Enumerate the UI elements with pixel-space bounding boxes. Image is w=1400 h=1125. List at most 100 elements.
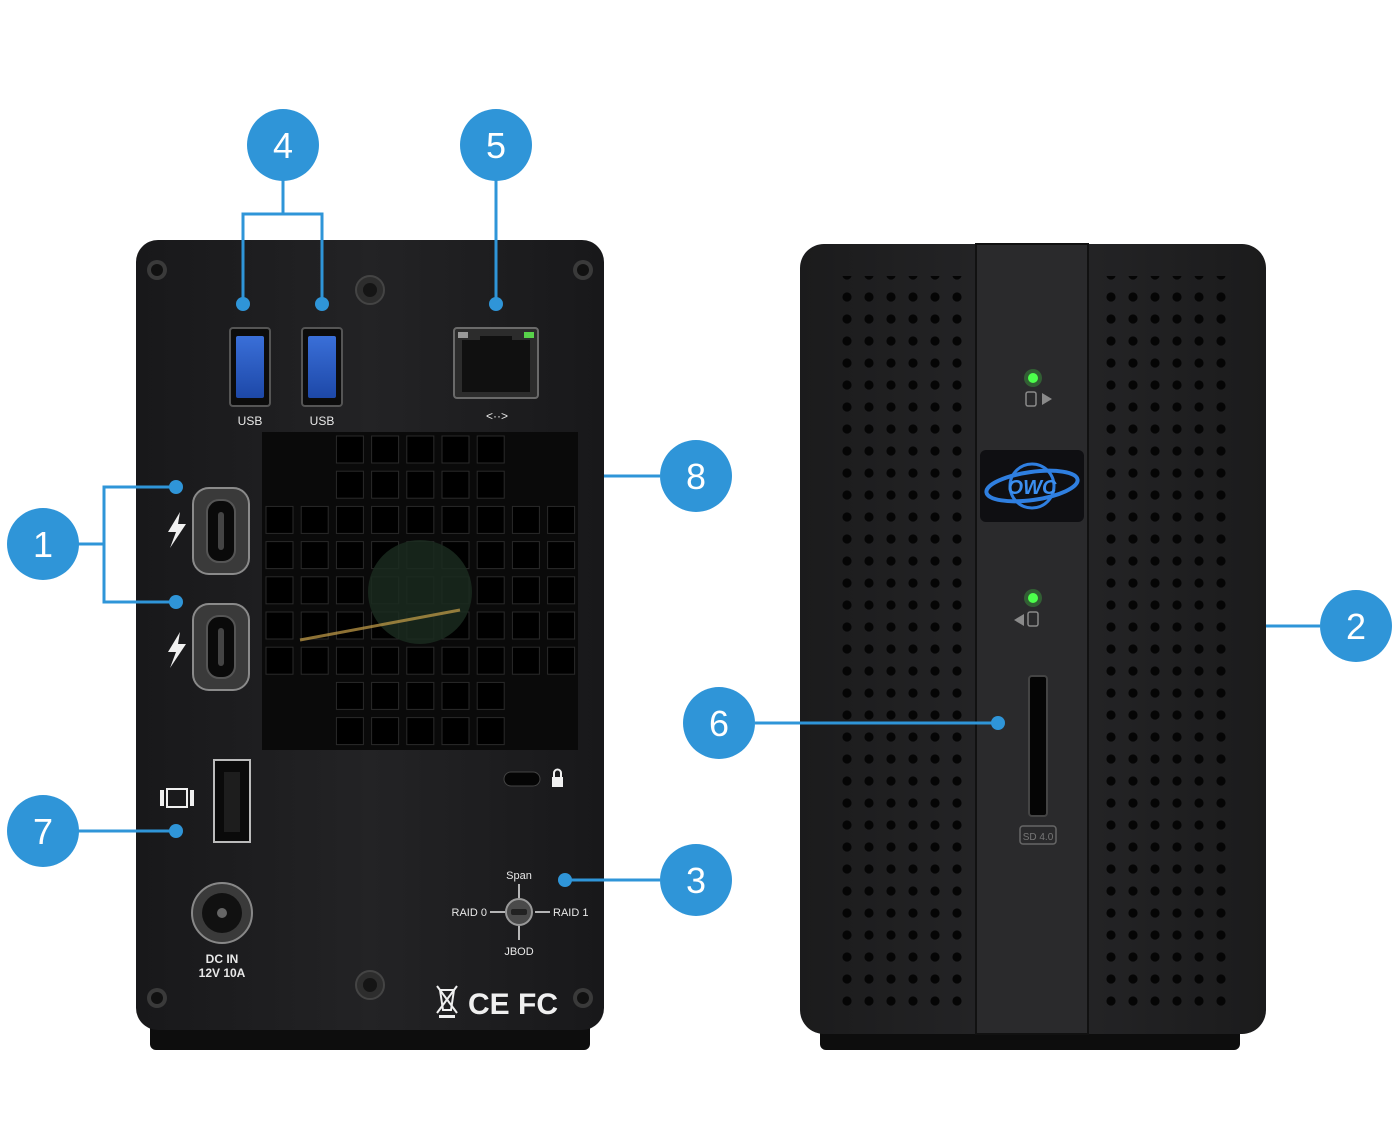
fan-grill-cell	[300, 505, 329, 534]
fan-grill-cell	[476, 717, 505, 746]
power-jack[interactable]	[191, 882, 253, 944]
callout-dot	[315, 297, 329, 311]
fan-grill-cell	[511, 646, 540, 675]
usb-label: USB	[310, 414, 335, 428]
callout-number: 2	[1346, 606, 1366, 647]
fan-grill-cell	[476, 470, 505, 499]
front-center-bezel	[975, 243, 1089, 1035]
ethernet-port[interactable]	[453, 327, 539, 399]
fan-grill-cell	[406, 681, 435, 710]
callout-number: 8	[686, 456, 706, 497]
fan-grill-cell	[441, 646, 470, 675]
fan-grill-cell	[371, 646, 400, 675]
fan-grill-cell	[300, 541, 329, 570]
fan-grill-cell	[371, 435, 400, 464]
logo-text: OWC	[1008, 477, 1057, 499]
fan-grill-cell	[335, 681, 364, 710]
fan-grill-cell	[371, 470, 400, 499]
fan-grill-cell	[265, 576, 294, 605]
callout-lines	[74, 180, 1320, 882]
displayport-port[interactable]	[213, 759, 251, 843]
callout-number: 7	[33, 811, 53, 852]
power-label: DC IN	[206, 952, 239, 966]
fan-grill-cell	[371, 717, 400, 746]
fan-grill-cell	[300, 646, 329, 675]
owc-logo: OWC	[980, 450, 1084, 522]
vent-grill-right	[1100, 276, 1230, 1006]
fan-grill-cell	[335, 576, 364, 605]
displayport-icon	[160, 788, 194, 808]
fan-grill-cell	[547, 646, 576, 675]
sd-label: SD 4.0	[1023, 832, 1054, 843]
status-led	[1028, 373, 1038, 383]
switch-label-span: Span	[506, 870, 532, 882]
callout-dot	[169, 824, 183, 838]
callout-dot	[991, 716, 1005, 730]
fan-grill-cell	[300, 576, 329, 605]
thunderbolt-port[interactable]	[192, 603, 250, 691]
fan-grill-cell	[265, 646, 294, 675]
switch-label-raid0: RAID 0	[452, 907, 487, 919]
fan-grill-cell	[406, 470, 435, 499]
fan-grill-cell	[547, 611, 576, 640]
callout-badge-6: 6	[683, 687, 755, 759]
callout-number: 3	[686, 860, 706, 901]
fan-grill-cell	[511, 611, 540, 640]
fan-grill-cell	[335, 541, 364, 570]
fan-grill-cell	[511, 576, 540, 605]
usb-port[interactable]	[229, 327, 271, 407]
usb-port[interactable]	[301, 327, 343, 407]
callout-badge-4: 4	[247, 109, 319, 181]
fan-grill-cell	[441, 681, 470, 710]
fan-grill	[262, 432, 578, 750]
power-label: 12V 10A	[199, 966, 246, 980]
rear-unit: USB USB <··>	[136, 240, 604, 1050]
front-unit: OWC SD 4.0	[800, 243, 1266, 1050]
fan-grill-cell	[476, 611, 505, 640]
sd-card-slot[interactable]	[1028, 675, 1048, 817]
callout-badge-3: 3	[660, 844, 732, 916]
callout-dots	[169, 297, 1005, 887]
callout-dot	[236, 297, 250, 311]
callout-badge-2: 2	[1320, 590, 1392, 662]
callout-dot	[169, 595, 183, 609]
fan-grill-cell	[335, 505, 364, 534]
drive-activity-icon	[1014, 611, 1039, 627]
callout-dot	[169, 480, 183, 494]
fan-grill-cell	[547, 541, 576, 570]
callout-badges: 1 2 3 4 5 6 7 8	[7, 109, 1392, 916]
fan-grill-cell	[441, 717, 470, 746]
fan-grill-cell	[441, 505, 470, 534]
raid-mode-switch[interactable]	[490, 884, 550, 940]
callout-dot	[558, 873, 572, 887]
fan-hub-icon	[368, 540, 472, 644]
sd-label-box	[1019, 825, 1057, 845]
fan-grill-cell	[371, 505, 400, 534]
screw-icon	[573, 260, 593, 280]
screw-icons	[147, 260, 593, 1008]
callout-number: 6	[709, 703, 729, 744]
lock-icon	[552, 768, 563, 787]
screw-icon	[147, 988, 167, 1008]
thunderbolt-icon	[168, 632, 186, 668]
fan-grill-cell	[265, 611, 294, 640]
fan-grill-cell	[476, 646, 505, 675]
callout-number: 4	[273, 125, 293, 166]
screw-icon	[147, 260, 167, 280]
thunderbolt-icon	[168, 512, 186, 548]
screw-icon	[355, 970, 385, 1000]
callout-badge-8: 8	[660, 440, 732, 512]
fan-grill-cell	[476, 681, 505, 710]
callout-dot	[489, 297, 503, 311]
switch-label-raid1: RAID 1	[553, 907, 588, 919]
fan-grill-cell	[511, 541, 540, 570]
fan-grill-cell	[476, 576, 505, 605]
drive-activity-icon	[1025, 391, 1052, 407]
security-slot	[503, 771, 541, 787]
callout-number: 5	[486, 125, 506, 166]
callout-line-4	[241, 180, 324, 304]
thunderbolt-port[interactable]	[192, 487, 250, 575]
fan-grill-cell	[406, 505, 435, 534]
